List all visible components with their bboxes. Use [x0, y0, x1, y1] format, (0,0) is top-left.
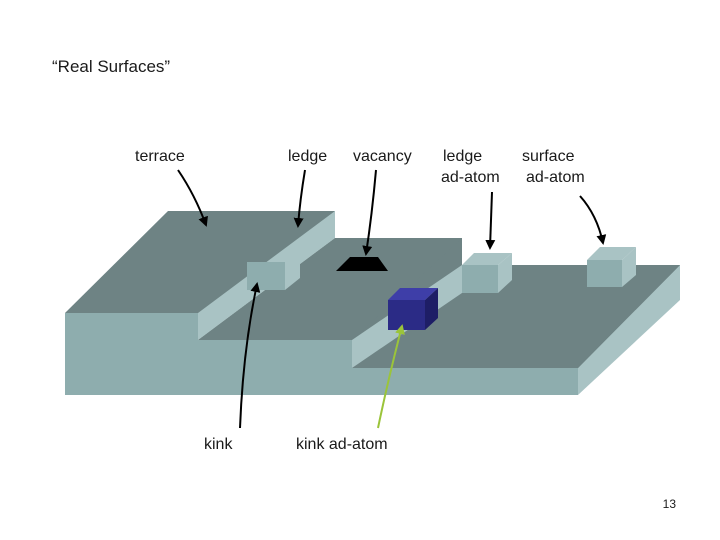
label-surface-adatom: surface ad-atom — [522, 146, 585, 188]
label-vacancy: vacancy — [353, 148, 412, 165]
label-kink-adatom: kink ad-atom — [296, 436, 388, 453]
label-ledge-adatom-line2: ad-atom — [441, 169, 500, 186]
top-terrace-top — [65, 211, 335, 313]
label-ledge: ledge — [288, 148, 328, 165]
slide-title: “Real Surfaces” — [52, 57, 171, 76]
lower-terrace-top — [352, 265, 680, 368]
middle-step-front — [65, 340, 352, 368]
kink-front — [247, 262, 285, 290]
bottom-slab-right — [578, 265, 680, 395]
surface-adatom-front — [587, 260, 622, 287]
arrow-kink — [239, 282, 261, 429]
arrow-ledge-adatom — [485, 191, 496, 250]
ledge-adatom-side — [498, 253, 512, 293]
ledge-adatom-front — [462, 265, 498, 293]
middle-terrace-top-main — [198, 238, 462, 340]
arrow-kink-adatom — [377, 324, 405, 429]
surface-adatom-cube — [587, 247, 636, 287]
surface-adatom-side — [622, 247, 636, 287]
kink-adatom-side — [425, 288, 438, 330]
ledge-adatom-cube — [462, 253, 512, 293]
arrow-vacancy — [362, 169, 377, 256]
label-kink: kink — [204, 436, 233, 453]
kink-adatom-cube — [388, 288, 438, 330]
arrow-surface-adatom — [579, 195, 607, 245]
label-surface-adatom-line1: surface — [522, 148, 575, 165]
label-terrace: terrace — [135, 148, 185, 165]
arrow-terrace — [177, 169, 208, 227]
arrows — [177, 169, 607, 429]
vacancy-hole — [336, 257, 388, 271]
label-surface-adatom-line2: ad-atom — [526, 169, 585, 186]
surface-adatom-top — [587, 247, 636, 260]
top-terrace-front — [65, 313, 198, 340]
arrow-ledge — [293, 169, 306, 228]
page-number: 13 — [662, 497, 676, 511]
label-ledge-adatom: ledge ad-atom — [441, 146, 500, 188]
kink-adatom-front — [388, 300, 425, 330]
label-ledge-adatom-line1: ledge — [443, 148, 483, 165]
kink-adatom-top — [388, 288, 438, 300]
kink-side — [285, 250, 300, 290]
ledge-adatom-top — [462, 253, 512, 265]
